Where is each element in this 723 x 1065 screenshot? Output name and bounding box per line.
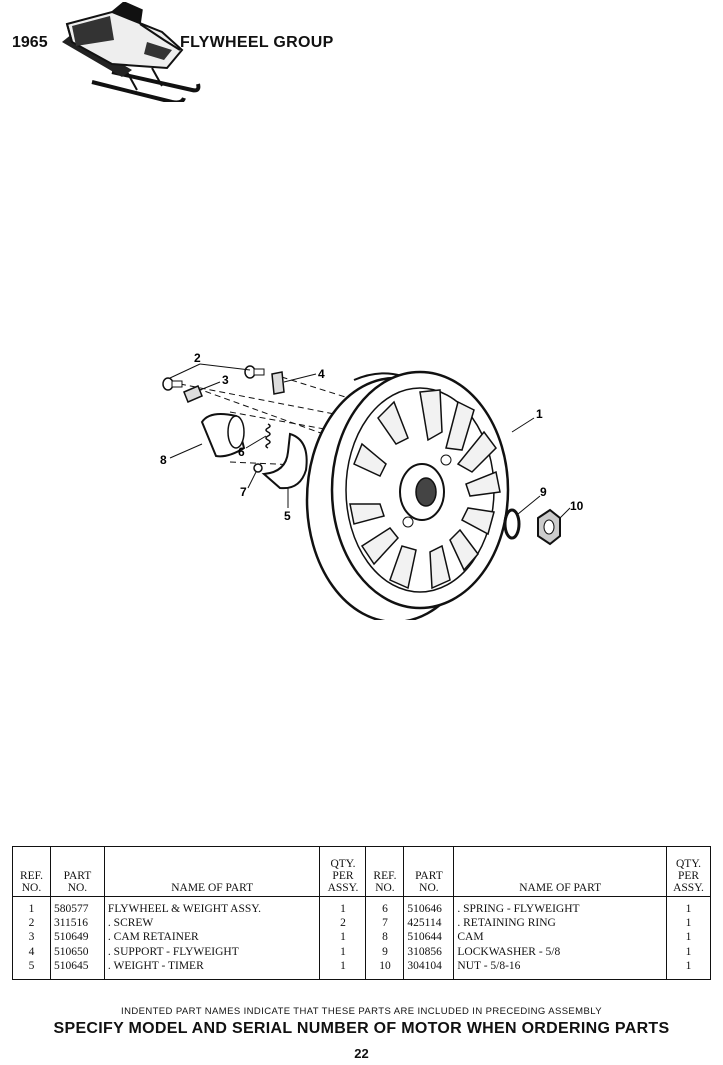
- cell-qty: 1: [666, 944, 711, 959]
- cell-ref: 5: [28, 959, 35, 972]
- lockwasher-part: [503, 508, 521, 540]
- cell-qty: 1: [319, 930, 366, 945]
- cell-part-no: 310856: [403, 944, 454, 959]
- cell-qty: 2: [319, 916, 366, 931]
- callout-2: 2: [194, 351, 201, 365]
- cell-ref: 9: [365, 944, 404, 959]
- cell-ref: 4: [28, 945, 35, 958]
- cell-qty: 1: [319, 896, 366, 917]
- cell-part-name: NUT - 5/8-16: [453, 958, 667, 980]
- table-row: 1 580577 FLYWHEEL & WEIGHT ASSY. 1 6 510…: [13, 896, 711, 917]
- cell-qty: 1: [666, 896, 711, 917]
- cell-qty: 1: [666, 930, 711, 945]
- cell-qty: 1: [666, 958, 711, 980]
- cam-part: [200, 413, 246, 458]
- col-header-name: NAME OF PART: [103, 846, 320, 897]
- col-header-ref: REF.NO.: [12, 846, 51, 897]
- cell-part-no: 311516: [49, 916, 105, 931]
- callout-10: 10: [570, 499, 584, 513]
- screw-part: [162, 365, 265, 391]
- cell-qty: 1: [666, 916, 711, 931]
- cell-ref: 8: [365, 930, 404, 945]
- cell-part-no: 510645: [49, 958, 105, 980]
- cell-ref: 7: [365, 916, 404, 931]
- cell-part-no: 510644: [403, 930, 454, 945]
- cell-qty: 1: [319, 944, 366, 959]
- callout-6: 6: [238, 445, 245, 459]
- callout-8: 8: [160, 453, 167, 467]
- ordering-instruction: SPECIFY MODEL AND SERIAL NUMBER OF MOTOR…: [53, 1020, 670, 1037]
- model-year: 1965: [12, 34, 48, 51]
- cell-part-name: . SPRING - FLYWEIGHT: [453, 896, 667, 917]
- callout-9: 9: [540, 485, 547, 499]
- callout-5: 5: [284, 509, 291, 523]
- table-row: 3 510649 . CAM RETAINER 1 8 510644 CAM 1: [13, 930, 711, 945]
- retaining-ring-part: [253, 463, 263, 473]
- cell-part-no: 510649: [49, 930, 105, 945]
- flywheel-body: [305, 370, 510, 620]
- cell-ref: 6: [365, 896, 404, 917]
- callout-7: 7: [240, 485, 247, 499]
- support-flyweight-part: [271, 371, 285, 395]
- cell-part-name: . SCREW: [103, 916, 320, 931]
- cell-part-name: CAM: [453, 930, 667, 945]
- weight-timer-part: [261, 432, 308, 490]
- cell-part-name: . WEIGHT - TIMER: [103, 958, 320, 980]
- cell-part-name: . RETAINING RING: [453, 916, 667, 931]
- table-row: 4 510650 . SUPPORT - FLYWEIGHT 1 9 31085…: [13, 944, 711, 959]
- cell-ref: 1: [28, 903, 35, 915]
- cell-ref: 10: [365, 958, 404, 980]
- indented-parts-note: INDENTED PART NAMES INDICATE THAT THESE …: [121, 1006, 602, 1017]
- col-header-ref-2: REF.NO.: [365, 846, 404, 897]
- cell-part-name: FLYWHEEL & WEIGHT ASSY.: [103, 896, 320, 917]
- cell-ref: 2: [28, 917, 35, 930]
- callout-4: 4: [318, 367, 325, 381]
- cell-part-name: LOCKWASHER - 5/8: [453, 944, 667, 959]
- cell-part-name: . CAM RETAINER: [103, 930, 320, 945]
- flywheel-exploded-diagram: 2 3 4 1 8 6 7 5 9 10: [160, 351, 584, 620]
- page-number: 22: [354, 1046, 369, 1061]
- table-row: 2 311516 . SCREW 2 7 425114 . RETAINING …: [13, 916, 711, 931]
- callout-3: 3: [222, 373, 229, 387]
- spring-part: [265, 423, 271, 449]
- cell-part-no: 510650: [49, 944, 105, 959]
- cell-part-no: 425114: [403, 916, 454, 931]
- cell-ref: 3: [28, 931, 35, 944]
- col-header-name-2: NAME OF PART: [453, 846, 667, 897]
- cell-part-name: . SUPPORT - FLYWEIGHT: [103, 944, 320, 959]
- table-row: 5 510645 . WEIGHT - TIMER 1 10 304104 NU…: [13, 958, 711, 980]
- cell-part-no: 580577: [49, 896, 105, 917]
- callout-1: 1: [536, 407, 543, 421]
- cell-part-no: 304104: [403, 958, 454, 980]
- nut-part: [537, 508, 561, 546]
- cell-qty: 1: [319, 958, 366, 980]
- cell-part-no: 510646: [403, 896, 454, 917]
- page-title: FLYWHEEL GROUP: [180, 34, 334, 51]
- snowmobile-illustration: [62, 2, 201, 102]
- cam-retainer-part: [183, 385, 203, 403]
